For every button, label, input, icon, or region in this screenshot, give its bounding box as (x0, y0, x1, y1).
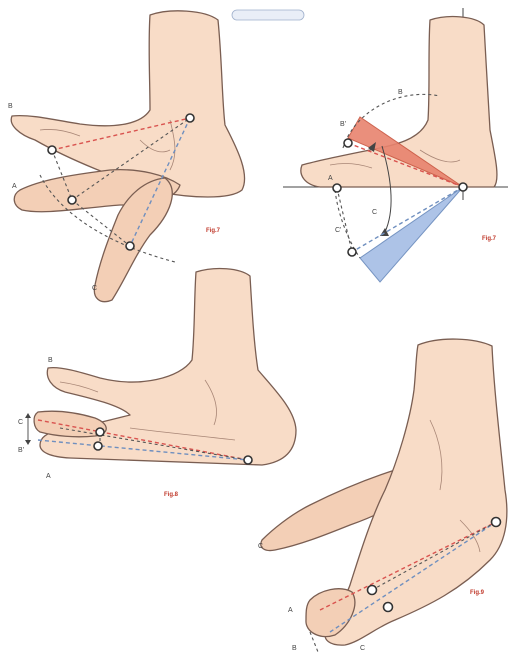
label-c: C (18, 419, 23, 426)
figure-3-toe-extension: B C B' A Fig.8 (18, 269, 296, 498)
label-b: B (8, 103, 13, 110)
blue-sector (360, 187, 463, 282)
label-a: A (46, 473, 51, 480)
label-b: B (292, 645, 297, 652)
label-c-prime: C' (335, 227, 341, 234)
joint-marker (333, 184, 341, 192)
joint-marker (186, 114, 194, 122)
joint-marker (368, 586, 377, 595)
figure-caption: Fig.7 (206, 228, 221, 234)
joint-marker (94, 442, 102, 450)
joint-marker (492, 518, 501, 527)
label-b: B (398, 89, 403, 96)
joint-marker (348, 248, 356, 256)
figure-caption: Fig.7 (482, 236, 497, 242)
figure-2-angle-sectors: B B' A C C' Fig.7 (283, 8, 508, 282)
joint-marker (384, 603, 393, 612)
label-a: A (12, 183, 17, 190)
label-a: A (288, 607, 293, 614)
label-c: C (372, 209, 377, 216)
title-badge (232, 10, 304, 20)
figure-caption: Fig.8 (164, 492, 179, 498)
joint-marker (48, 146, 56, 154)
label-c: C (92, 285, 97, 292)
label-c-lower: C (360, 645, 365, 652)
label-b-prime: B' (340, 121, 346, 128)
figure-4-foot-pointing: C A B C Fig.9 (258, 339, 507, 652)
joint-marker (126, 242, 134, 250)
joint-marker (344, 139, 352, 147)
figure-caption: Fig.9 (470, 590, 485, 596)
label-c: C (258, 543, 263, 550)
label-b-prime: B' (18, 447, 24, 454)
joint-marker (459, 183, 467, 191)
joint-marker (244, 456, 252, 464)
label-a: A (328, 175, 333, 182)
joint-marker (68, 196, 76, 204)
joint-marker (96, 428, 104, 436)
label-b: B (48, 357, 53, 364)
figure-1-foot-flexion: B A C Fig.7 (8, 11, 245, 302)
